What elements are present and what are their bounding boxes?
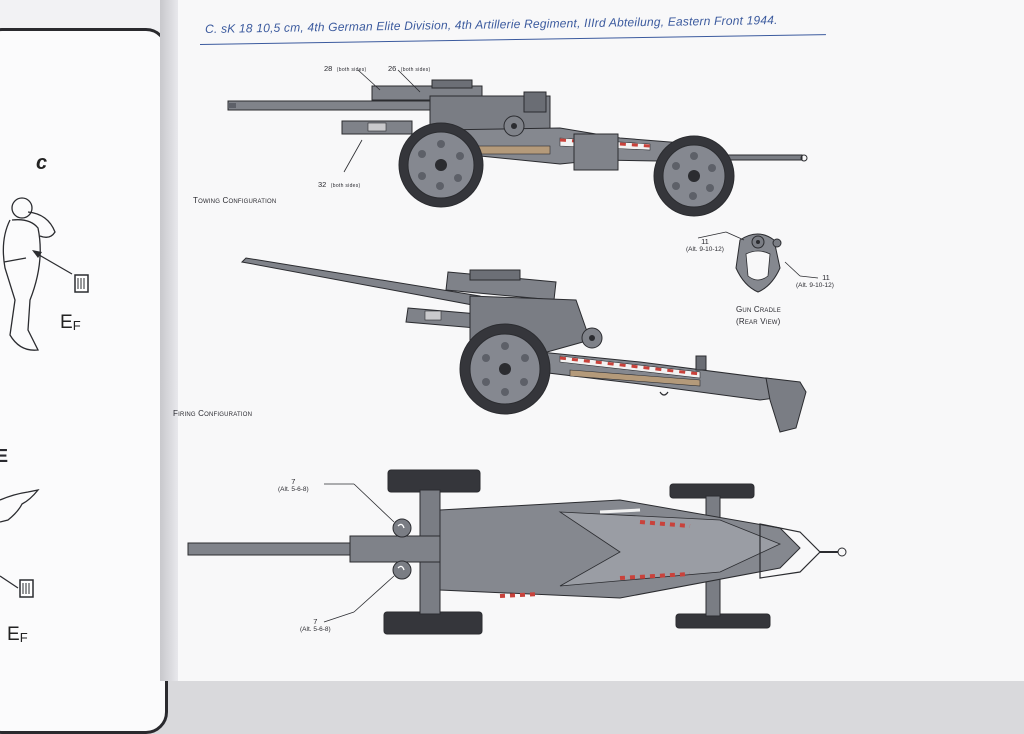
leader-line-26 bbox=[397, 69, 421, 93]
gun-cradle-label: Gun Cradle (Rear View) bbox=[736, 305, 781, 326]
callout-28: 28 (both sides) bbox=[324, 64, 367, 73]
leader-line-7-lower bbox=[323, 611, 355, 623]
leader-line-11-right bbox=[784, 261, 801, 277]
soldier-figure-top bbox=[2, 197, 56, 351]
cut-letter: E bbox=[0, 446, 9, 466]
leader-line-28 bbox=[357, 69, 381, 91]
leader-line-11-left bbox=[697, 231, 727, 239]
firing-config-label: Firing Configuration bbox=[173, 409, 253, 418]
gun-towing-side-view bbox=[227, 79, 808, 217]
towing-config-label: Towing Configuration bbox=[193, 196, 277, 205]
leader-line-left-top bbox=[33, 251, 73, 275]
callout-26: 26 (both sides) bbox=[388, 64, 431, 73]
step-letter: c bbox=[36, 152, 48, 174]
callout-11-right: 11 (Alt. 9-10-12) bbox=[796, 273, 834, 289]
callout-32: 32 (both sides) bbox=[318, 180, 361, 189]
leader-line-32 bbox=[343, 139, 363, 173]
gun-cradle-rear-view bbox=[735, 233, 782, 293]
gun-firing-side-view bbox=[240, 257, 807, 433]
arrow-head-left-top bbox=[32, 250, 42, 258]
callout-7-upper: 7 (Alt. 5-6-8) bbox=[278, 477, 309, 493]
callout-11-left: 11 (Alt. 9-10-12) bbox=[686, 237, 724, 253]
ef-label-bottom: EF bbox=[7, 624, 28, 645]
gun-top-view bbox=[187, 469, 847, 635]
callout-7-lower: 7 (Alt. 5-6-8) bbox=[300, 617, 331, 633]
ef-label-top: EF bbox=[60, 312, 81, 333]
drawing-canvas bbox=[0, 69, 847, 635]
soldier-figure-bottom bbox=[0, 489, 40, 523]
left-instruction-panel bbox=[0, 28, 168, 734]
